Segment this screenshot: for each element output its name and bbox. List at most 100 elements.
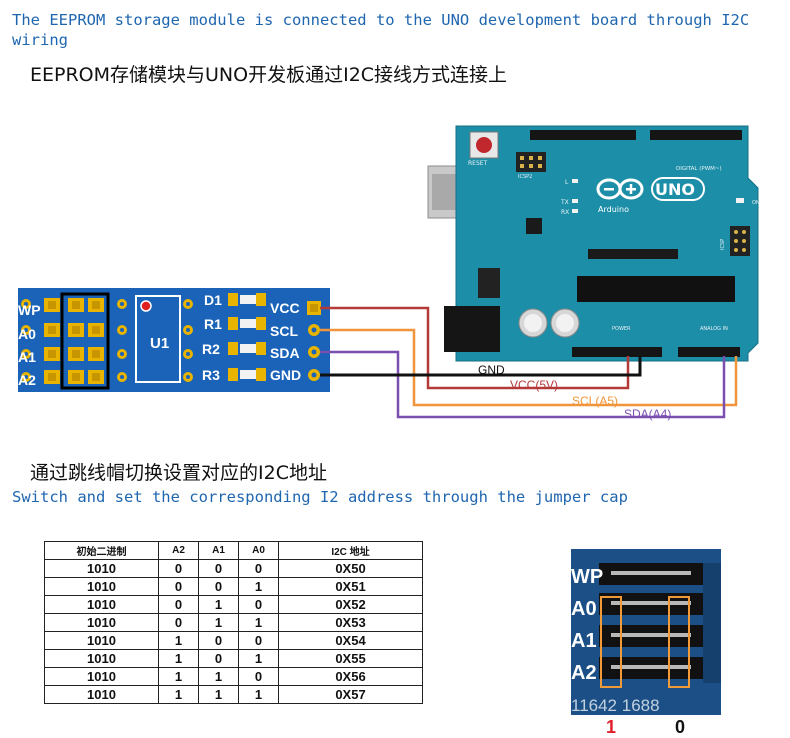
cell-a2: 0: [158, 613, 199, 632]
dc-jack: [444, 306, 500, 352]
pin-label-wp: WP: [18, 302, 41, 318]
small-chip: [526, 218, 542, 234]
photo-label-a0: A0: [571, 598, 597, 620]
cell-a1: 1: [198, 685, 239, 704]
cell-a0: 0: [238, 631, 279, 650]
led-tx: [572, 199, 578, 203]
jumper-rows: [599, 563, 703, 679]
wires: [320, 306, 738, 419]
power-label: POWER: [612, 326, 631, 332]
label-r1: R1: [204, 316, 222, 332]
cell-binary: 1010: [44, 685, 159, 704]
led-l: [572, 179, 578, 183]
header-pins: [307, 301, 321, 381]
eeprom-module: WP A0 A1 A2: [18, 288, 330, 392]
wire-label-scl: SCL(A5): [572, 394, 618, 408]
cell-a1: 0: [198, 649, 239, 668]
icsp-label: ICSP: [720, 239, 726, 250]
column-label-0: 0: [675, 717, 686, 737]
jumper-cap-photo: WP A0 A1 A2 11642 1688: [571, 549, 721, 715]
cell-binary: 1010: [44, 613, 159, 632]
led-on: [736, 198, 744, 203]
cell-binary: 1010: [44, 559, 159, 578]
column-label-1: 1: [606, 717, 617, 737]
highlight-column-0: [668, 596, 690, 688]
jumper-highlight-box: [60, 292, 110, 390]
led-rx: [572, 209, 578, 213]
cell-a1: 0: [198, 577, 239, 596]
title-chinese: EEPROM存储模块与UNO开发板通过I2C接线方式连接上: [30, 64, 508, 86]
cell-address: 0X52: [278, 595, 423, 614]
arduino-uno-board: RESET ICSP2 DIGITAL (PWM~) L TX RX ON U: [427, 125, 760, 362]
cell-a1: 0: [198, 631, 239, 650]
digital-label: DIGITAL (PWM~): [676, 166, 722, 172]
cell-a0: 0: [238, 595, 279, 614]
analog-label: ANALOG IN: [700, 326, 728, 332]
arduino-logo: [596, 177, 705, 201]
cell-a1: 1: [198, 613, 239, 632]
arduino-pcb: [455, 125, 759, 362]
cell-address: 0X50: [278, 559, 423, 578]
cell-a2: 1: [158, 667, 199, 686]
icsp-pin: [742, 239, 746, 243]
label-d1: D1: [204, 292, 222, 308]
wire-label-vcc: VCC(5V): [510, 378, 558, 392]
cell-a0: 0: [238, 667, 279, 686]
subtitle-chinese: 通过跳线帽切换设置对应的I2C地址: [30, 462, 327, 484]
capacitor-1-top: [524, 314, 542, 332]
wire-scl: [320, 328, 738, 407]
cell-binary: 1010: [44, 595, 159, 614]
through-holes: [117, 299, 193, 382]
photo-edge: [703, 563, 721, 683]
power-header: [572, 347, 662, 357]
photo-watermark: 11642 1688: [571, 696, 660, 715]
pin-label-a1: A1: [18, 349, 36, 365]
wire-sda: [320, 350, 726, 419]
analog-header: [678, 347, 740, 357]
subtitle-english: Switch and set the corresponding I2 addr…: [12, 488, 628, 506]
header-a1: A1: [198, 541, 239, 560]
cell-binary: 1010: [44, 667, 159, 686]
cell-address: 0X54: [278, 631, 423, 650]
cell-binary: 1010: [44, 577, 159, 596]
header-label-sda: SDA: [270, 345, 300, 361]
header-i2c-address: I2C 地址: [278, 541, 423, 560]
icsp-pin: [734, 248, 738, 252]
cell-a0: 1: [238, 577, 279, 596]
cell-address: 0X55: [278, 649, 423, 668]
wire-vcc: [320, 306, 630, 390]
header-label-scl: SCL: [270, 323, 298, 339]
address-jumper-pins: [44, 292, 110, 390]
cell-a0: 1: [238, 685, 279, 704]
icsp-pin: [742, 230, 746, 234]
digital-header-2: [650, 130, 742, 140]
icsp2-header: [516, 152, 546, 172]
header-a2: A2: [158, 541, 199, 560]
cell-a2: 0: [158, 595, 199, 614]
reset-button-cap: [476, 137, 492, 153]
header-a0: A0: [238, 541, 279, 560]
cell-a2: 1: [158, 685, 199, 704]
cell-address: 0X56: [278, 667, 423, 686]
reset-label: RESET: [468, 160, 488, 167]
cell-binary: 1010: [44, 649, 159, 668]
photo-label-wp: WP: [571, 566, 603, 588]
highlight-column-1: [600, 596, 622, 688]
chip-label-u1: U1: [150, 335, 169, 352]
cell-binary: 1010: [44, 631, 159, 650]
wiring-diagram: RESET ICSP2 DIGITAL (PWM~) L TX RX ON U: [18, 125, 760, 421]
wire-gnd: [320, 356, 642, 377]
cell-a2: 1: [158, 631, 199, 650]
header-label-gnd: GND: [270, 367, 301, 383]
cell-a1: 1: [198, 595, 239, 614]
cell-a0: 1: [238, 649, 279, 668]
arduino-brand-text: Arduino: [598, 205, 629, 214]
cell-address: 0X57: [278, 685, 423, 704]
chip-pin1-marker: [140, 300, 152, 312]
label-r2: R2: [202, 341, 220, 357]
